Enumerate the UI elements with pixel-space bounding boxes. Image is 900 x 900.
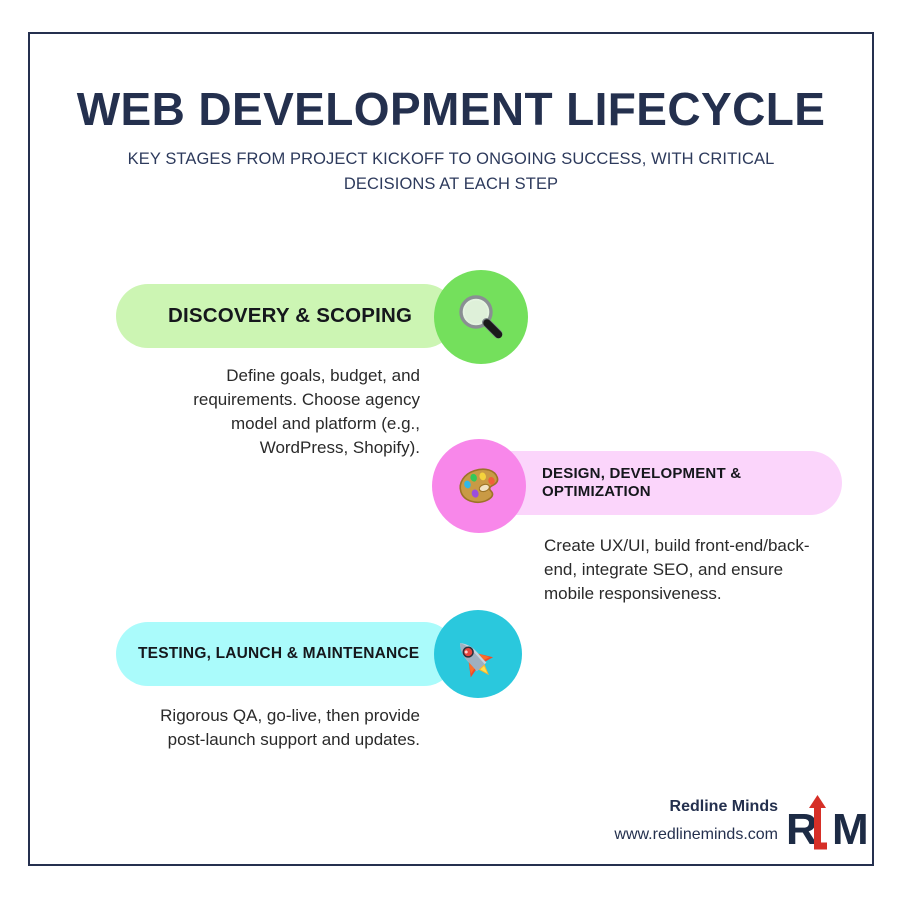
redline-minds-logo-icon: R M xyxy=(786,795,869,854)
stage-1-pill: DISCOVERY & SCOPING xyxy=(116,284,456,348)
stage-2-description: Create UX/UI, build front-end/back-end, … xyxy=(544,536,810,604)
stage-1-label: DISCOVERY & SCOPING xyxy=(168,303,413,327)
stage-2-label: DESIGN, DEVELOPMENT & OPTIMIZATION xyxy=(542,465,742,500)
svg-text:R: R xyxy=(786,805,818,854)
stage-2-badge xyxy=(432,439,526,533)
svg-text:M: M xyxy=(832,805,869,854)
brand-name: Redline Minds xyxy=(669,798,778,815)
artist-palette-icon xyxy=(459,468,499,503)
page-title: WEB DEVELOPMENT LIFECYCLE xyxy=(76,83,826,135)
page-subtitle: KEY STAGES FROM PROJECT KICKOFF TO ONGOI… xyxy=(127,150,775,193)
footer-branding: Redline Minds www.redlineminds.com R M xyxy=(550,794,870,866)
stage-3-badge xyxy=(434,610,522,698)
stage-1-description: Define goals, budget, and requirements. … xyxy=(193,366,420,458)
stage-3-label: TESTING, LAUNCH & MAINTENANCE xyxy=(138,644,420,662)
stage-1-badge xyxy=(434,270,528,364)
stage-3-description: Rigorous QA, go-live, then provide post-… xyxy=(160,706,420,750)
stage-3-pill: TESTING, LAUNCH & MAINTENANCE xyxy=(116,622,456,686)
poster-frame: WEB DEVELOPMENT LIFECYCLE KEY STAGES FRO… xyxy=(28,32,874,866)
magnifying-glass-icon xyxy=(459,295,503,339)
rocket-icon xyxy=(460,643,494,678)
brand-url[interactable]: www.redlineminds.com xyxy=(614,826,778,843)
